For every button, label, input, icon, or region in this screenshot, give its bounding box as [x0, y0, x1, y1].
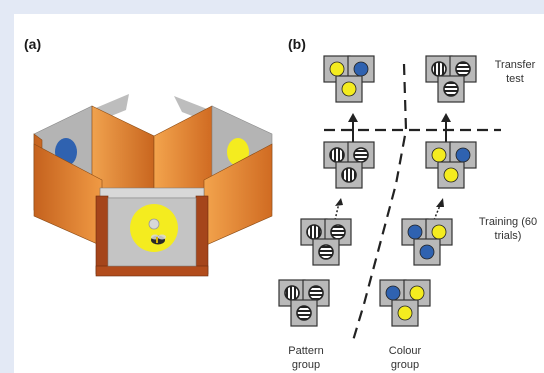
figure: (a) (b) Transfer test Training (60 trial… [14, 14, 544, 373]
y-maze-apparatus [33, 94, 273, 277]
entrance-chamber-left-post [95, 195, 109, 275]
colour-training-triplet-3-bottom [391, 299, 419, 327]
bumblebee-icon [151, 234, 166, 245]
colour-transfer-triplet-bottom [437, 75, 465, 103]
pattern-group-label: Pattern group [288, 345, 324, 371]
arrow-up-colour-transfer [441, 113, 451, 122]
arrow-up-pattern-transfer [348, 113, 358, 122]
entrance-hole [148, 218, 160, 230]
arrow-dotted-pattern-training [335, 198, 343, 206]
colour-training-triplet-1-left [425, 141, 453, 169]
panel-a-label: (a) [24, 36, 42, 52]
pattern-transfer-triplet-bottom [335, 75, 363, 103]
entrance-chamber-right-post [195, 195, 209, 275]
training-label: Training (60 trials) [478, 216, 538, 242]
transfer-test-label: Transfer test [494, 59, 536, 85]
panel-b-label: (b) [288, 36, 306, 52]
colour-training-triplet-1-bottom [437, 161, 465, 189]
stimulus-triplets [278, 55, 477, 327]
pattern-training-triplet-3-bottom [290, 299, 318, 327]
colour-training-triplet-2-bottom [413, 238, 441, 266]
pattern-training-triplet-2-bottom [312, 238, 340, 266]
entrance-chamber-top [99, 187, 205, 199]
arrows [334, 113, 451, 221]
group-divider [350, 63, 408, 345]
figure-drawing [33, 55, 501, 345]
pattern-training-triplet-1-bottom [335, 161, 363, 189]
colour-group-label: Colour group [388, 345, 422, 371]
entrance-chamber-base [95, 265, 209, 277]
panel-b-dividers [324, 63, 501, 345]
arrow-dotted-colour-training [436, 198, 444, 207]
